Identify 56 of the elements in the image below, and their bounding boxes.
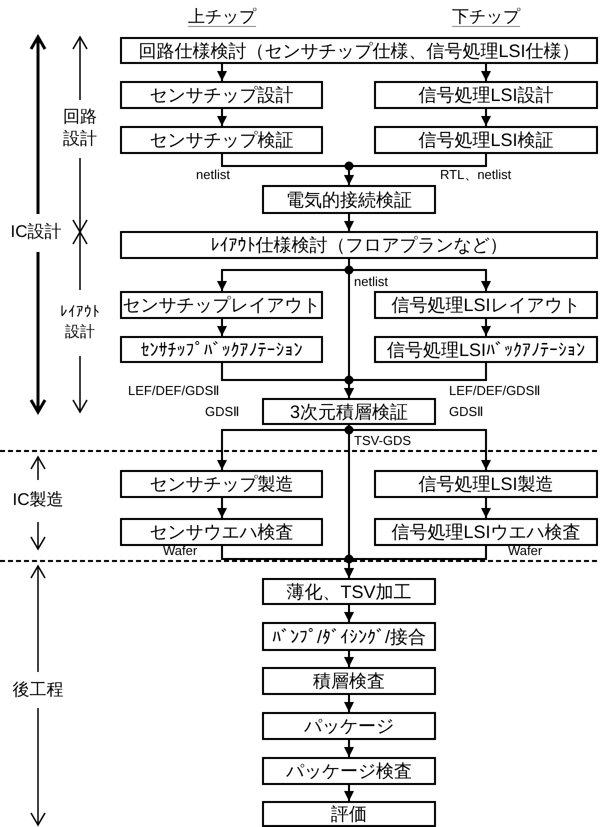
stage-label: IC設計 bbox=[10, 220, 62, 243]
process-box: ｾﾝｻﾁｯﾌﾟﾊﾞｯｸｱﾉﾃｰｼｮﾝ bbox=[120, 336, 323, 363]
edge-label: LEF/DEF/GDSⅡ bbox=[449, 384, 540, 397]
process-box: 薄化、TSV加工 bbox=[262, 578, 436, 605]
edge-label: RTL、netlist bbox=[440, 168, 512, 181]
chip-heading: 上チップ bbox=[188, 6, 256, 28]
process-box: 電気的接続検証 bbox=[262, 185, 436, 214]
process-box: パッケージ bbox=[262, 712, 436, 740]
arrow bbox=[344, 363, 487, 398]
edge-label: netlist bbox=[196, 168, 230, 181]
process-box: 回路仕様検討（センサチップ仕様、信号処理LSI仕様） bbox=[120, 37, 598, 64]
arrow bbox=[217, 64, 227, 81]
process-box: センサチップレイアウト bbox=[120, 291, 323, 319]
edge-label: LEF/DEF/GDSⅡ bbox=[128, 384, 220, 397]
process-box: 信号処理LSIﾊﾞｯｸｱﾉﾃｰｼｮﾝ bbox=[374, 336, 598, 363]
arrow bbox=[344, 546, 487, 578]
arrow bbox=[481, 64, 491, 81]
process-box: センサチップ製造 bbox=[120, 470, 323, 498]
stage-label: IC製造 bbox=[12, 488, 64, 511]
arrow bbox=[217, 319, 227, 336]
edge-label: GDSⅡ bbox=[449, 405, 484, 418]
process-box: センサウエハ検査 bbox=[120, 518, 323, 546]
arrow bbox=[344, 740, 354, 757]
stage-label: 回路設計 bbox=[62, 106, 98, 150]
process-box: ﾚｲｱｳﾄ仕様検討（フロアプランなど） bbox=[120, 231, 598, 259]
process-box: ﾊﾞﾝﾌﾟ/ﾀﾞｲｼﾝｸﾞ/接合 bbox=[262, 622, 436, 651]
process-box: パッケージ検査 bbox=[262, 757, 436, 785]
edge-label: Wafer bbox=[508, 544, 542, 557]
process-box: 信号処理LSIレイアウト bbox=[374, 291, 598, 319]
process-box: センサチップ検証 bbox=[120, 126, 323, 154]
arrow bbox=[344, 154, 487, 185]
process-box: 信号処理LSI設計 bbox=[374, 81, 598, 109]
arrow bbox=[344, 651, 354, 667]
process-box: 積層検査 bbox=[262, 667, 436, 695]
process-box: 信号処理LSI検証 bbox=[374, 126, 598, 154]
arrow bbox=[481, 109, 491, 126]
process-box: 信号処理LSIウエハ検査 bbox=[374, 518, 598, 546]
process-box: 信号処理LSI製造 bbox=[374, 470, 598, 498]
process-box: 評価 bbox=[262, 801, 436, 827]
process-box: センサチップ設計 bbox=[120, 81, 323, 109]
edge-label: netlist bbox=[354, 275, 388, 288]
arrow bbox=[344, 214, 354, 231]
arrow bbox=[217, 498, 227, 518]
edge-label: Wafer bbox=[163, 544, 198, 557]
edge-label: GDSⅡ bbox=[205, 405, 240, 418]
process-box: 3次元積層検証 bbox=[262, 398, 436, 425]
arrow bbox=[344, 695, 354, 712]
arrow bbox=[217, 109, 227, 126]
arrow bbox=[344, 605, 354, 622]
edge-label: TSV-GDS bbox=[354, 434, 412, 447]
stage-label: ﾚｲｱｳﾄ設計 bbox=[59, 302, 101, 342]
arrow bbox=[344, 785, 354, 801]
chip-heading: 下チップ bbox=[452, 6, 520, 28]
arrow bbox=[481, 319, 491, 336]
arrow bbox=[481, 498, 491, 518]
stage-label: 後工程 bbox=[12, 678, 64, 701]
